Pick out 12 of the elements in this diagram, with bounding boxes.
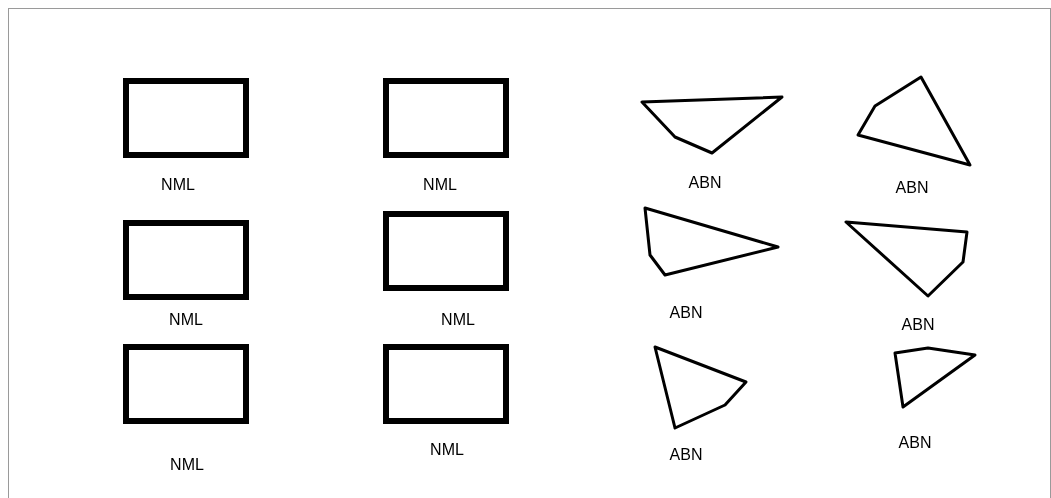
shape-label: NML <box>430 441 464 459</box>
shape-label: NML <box>170 456 204 474</box>
shape-label: ABN <box>901 316 935 334</box>
shape-label: ABN <box>669 446 703 464</box>
shape-label: ABN <box>895 179 929 197</box>
shape-label: NML <box>169 311 203 329</box>
shape-label: NML <box>441 311 475 329</box>
shape-label: ABN <box>898 434 932 452</box>
shape-label: NML <box>423 176 457 194</box>
shape-label: NML <box>161 176 195 194</box>
shape-label: ABN <box>669 304 703 322</box>
shape-label: ABN <box>688 174 722 192</box>
